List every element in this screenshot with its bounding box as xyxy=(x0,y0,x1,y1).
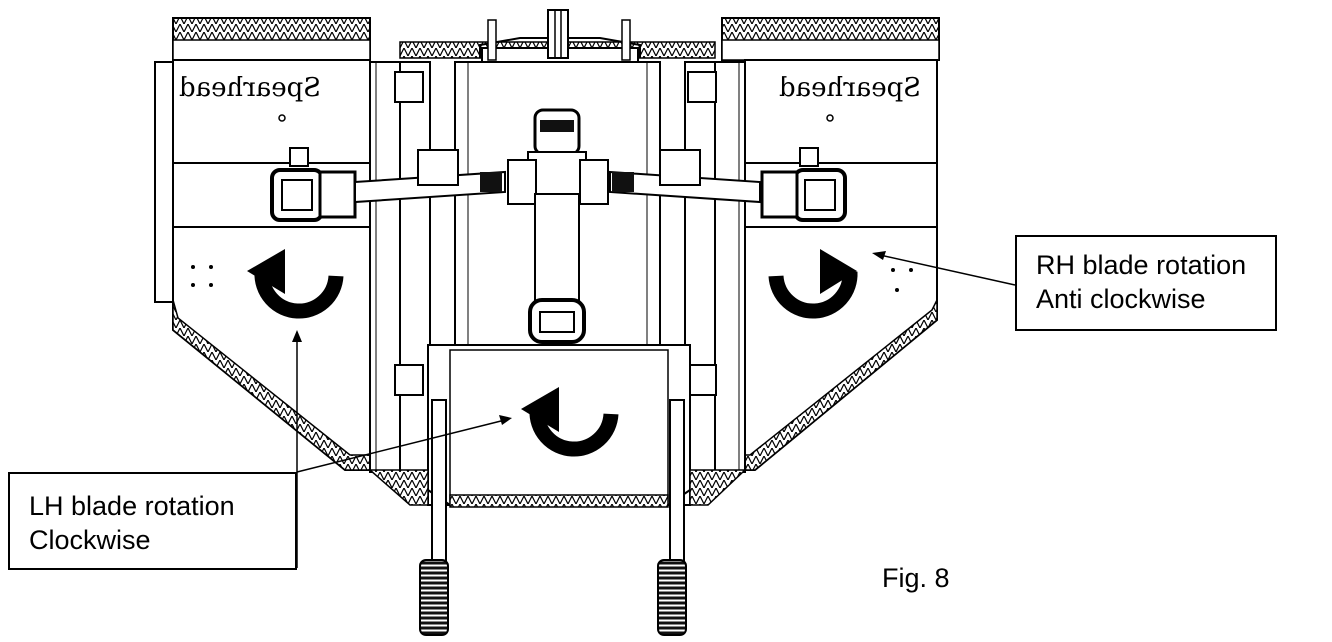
rh-callout-line2: Anti clockwise xyxy=(1036,284,1206,314)
rh-rotation-callout: RH blade rotation Anti clockwise xyxy=(1015,235,1277,331)
lh-leader-line-center xyxy=(296,415,512,473)
lh-leader-line-left xyxy=(292,330,302,568)
left-wheel-assembly xyxy=(419,399,449,636)
lh-rotation-callout: LH blade rotation Clockwise xyxy=(8,472,297,570)
brand-text-left: Spearhead xyxy=(179,73,321,103)
right-wheel-assembly xyxy=(657,399,687,636)
left-rotation-arrow-icon xyxy=(247,249,344,319)
right-wing-deck xyxy=(719,17,940,471)
right-rotation-arrow-icon xyxy=(768,249,858,319)
center-frame xyxy=(354,9,761,508)
rh-leader-line xyxy=(872,251,1016,286)
brand-text-right: Spearhead xyxy=(779,73,921,103)
left-wing-deck xyxy=(154,17,371,471)
rh-callout-line1: RH blade rotation xyxy=(1036,250,1247,280)
lh-callout-line1: LH blade rotation xyxy=(29,491,235,521)
figure-label: Fig. 8 xyxy=(882,563,950,593)
center-rotation-arrow-icon xyxy=(521,387,619,457)
lh-callout-line2: Clockwise xyxy=(29,525,151,555)
